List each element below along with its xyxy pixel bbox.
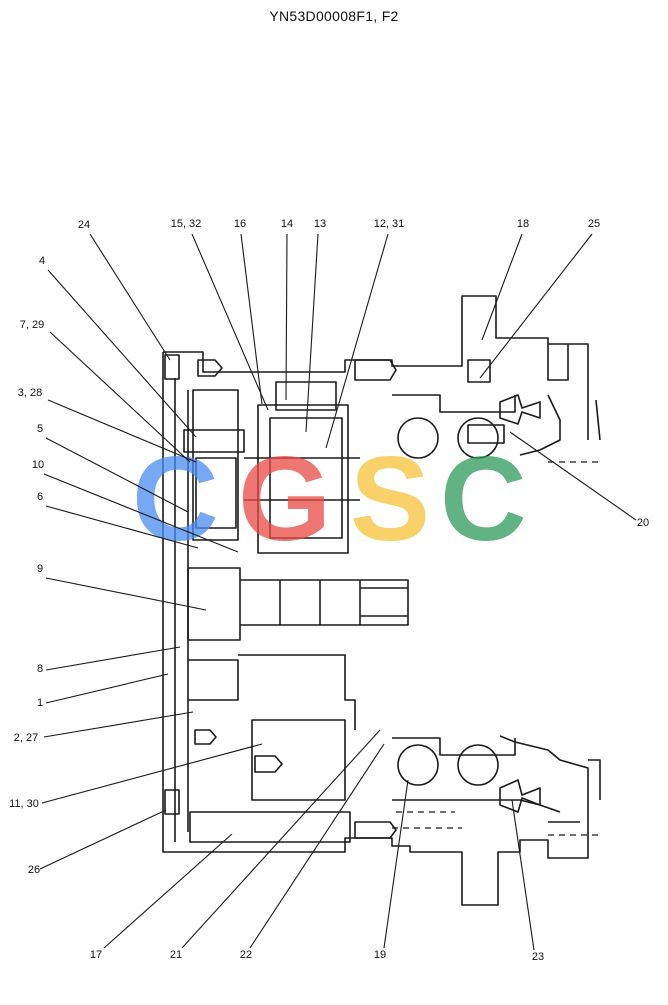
bolt-bottom bbox=[164, 789, 180, 815]
ball-bearing-3 bbox=[397, 744, 439, 786]
housing-outline bbox=[162, 295, 589, 906]
callout-label: 4 bbox=[39, 255, 45, 267]
leader-line bbox=[325, 233, 389, 449]
brake-disc bbox=[189, 811, 351, 843]
leader-line bbox=[47, 399, 197, 463]
callout-label: 11, 30 bbox=[9, 798, 39, 810]
callout-label: 22 bbox=[240, 949, 252, 961]
callout-label: 12, 31 bbox=[374, 218, 405, 230]
drawing-title: YN53D00008F1, F2 bbox=[269, 8, 399, 24]
callout-label: 13 bbox=[314, 218, 326, 230]
assembly-drawing bbox=[162, 295, 601, 906]
callout-label: 6 bbox=[37, 491, 43, 503]
callout-label: 8 bbox=[37, 663, 43, 675]
leader-line bbox=[45, 437, 189, 513]
callout-label: 20 bbox=[637, 517, 649, 529]
leader-line bbox=[45, 577, 207, 611]
watermark: C G S C bbox=[132, 432, 527, 566]
spline bbox=[360, 587, 408, 617]
leader-line bbox=[103, 833, 233, 949]
leader-line bbox=[89, 233, 171, 361]
callout-label: 10 bbox=[32, 459, 44, 471]
leader-line bbox=[481, 233, 523, 341]
lower-cavity bbox=[188, 654, 356, 801]
callout-label: 21 bbox=[170, 949, 182, 961]
phantom-line bbox=[392, 461, 600, 836]
leader-line bbox=[479, 233, 593, 379]
leader-line bbox=[509, 431, 637, 521]
callout-label: 24 bbox=[78, 219, 90, 231]
bolt-right-top bbox=[467, 359, 491, 383]
output-shaft-hub bbox=[187, 567, 241, 641]
planet-carrier bbox=[257, 404, 349, 554]
leader-line bbox=[191, 233, 269, 411]
leader-line bbox=[39, 809, 167, 870]
seal-lower bbox=[499, 779, 541, 813]
sun-shaft bbox=[244, 457, 360, 501]
leader-line bbox=[43, 473, 239, 553]
callout-label: 7, 29 bbox=[20, 319, 44, 331]
ring-top bbox=[275, 381, 337, 411]
callout-label: 25 bbox=[588, 218, 600, 230]
callout-label: 9 bbox=[37, 563, 43, 575]
leader-line bbox=[45, 646, 181, 671]
leader-line bbox=[285, 233, 288, 401]
plug-center bbox=[254, 755, 283, 773]
leader-line bbox=[383, 779, 409, 949]
callout-label: 3, 28 bbox=[18, 387, 42, 399]
right-casing-lower bbox=[392, 737, 561, 813]
callout-label: 5 bbox=[37, 423, 43, 435]
seal-ring-20 bbox=[467, 424, 505, 444]
leader-line bbox=[305, 233, 319, 433]
callout-label: 26 bbox=[28, 864, 40, 876]
callout-label: 2, 27 bbox=[14, 732, 38, 744]
planet-gear-left bbox=[195, 457, 237, 529]
callout-label: 16 bbox=[234, 218, 246, 230]
leader-line bbox=[45, 673, 169, 704]
leader-line bbox=[45, 505, 199, 549]
watermark-letter-g: G bbox=[238, 432, 331, 566]
leader-line bbox=[47, 269, 197, 438]
leader-line bbox=[181, 729, 381, 949]
ball-bearing-2 bbox=[457, 417, 499, 459]
output-shaft bbox=[240, 579, 409, 626]
callout-label: 19 bbox=[374, 949, 386, 961]
callout-label: 1 bbox=[37, 697, 43, 709]
leader-line bbox=[41, 743, 263, 804]
right-casing-upper bbox=[392, 394, 561, 456]
watermark-letter-c2: C bbox=[440, 432, 527, 566]
watermark-letter-c1: C bbox=[132, 432, 219, 566]
leader-line bbox=[240, 233, 263, 405]
leader-line bbox=[249, 743, 385, 949]
callout-label: 15, 32 bbox=[171, 218, 202, 230]
seal-upper bbox=[499, 394, 541, 425]
plug-right bbox=[354, 359, 397, 381]
ball-bearing-1 bbox=[397, 417, 439, 459]
leader-line bbox=[43, 711, 194, 738]
plug-upper bbox=[197, 359, 223, 377]
callout-label: 14 bbox=[281, 218, 293, 230]
right-bracket bbox=[547, 344, 601, 441]
leader-line bbox=[511, 799, 535, 951]
upper-bearing bbox=[183, 429, 245, 453]
plug-lower-right bbox=[354, 821, 397, 839]
right-flange-lower bbox=[548, 759, 601, 823]
bolt-top bbox=[164, 354, 180, 380]
watermark-letter-s: S bbox=[350, 432, 430, 566]
callout-label: 17 bbox=[90, 949, 102, 961]
plug-left bbox=[194, 729, 217, 745]
callout-layer: 24 4 7, 29 3, 28 5 10 6 9 8 1 2, 27 11, 30 26 17 21 22 1… bbox=[9, 218, 649, 963]
upper-gear-block bbox=[192, 389, 239, 541]
leader-line bbox=[49, 331, 191, 463]
ball-bearing-4 bbox=[457, 744, 499, 786]
planet-gear-center bbox=[269, 417, 343, 539]
callout-label: 23 bbox=[532, 951, 544, 963]
callout-label: 18 bbox=[517, 218, 529, 230]
